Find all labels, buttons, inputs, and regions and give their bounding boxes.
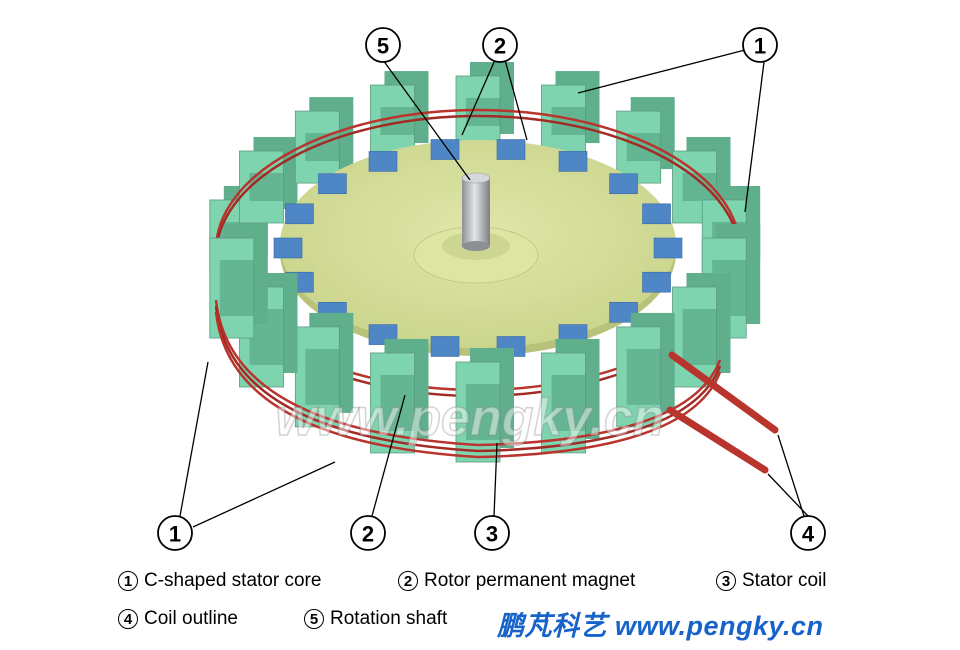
coil-leads: [666, 351, 779, 474]
stator-core: [672, 273, 731, 388]
stator-core: [294, 312, 354, 428]
stator-core: [239, 273, 298, 388]
watermark: www.pengky.cn: [275, 389, 664, 447]
stator-core: [239, 137, 298, 224]
legend-text: Coil outline: [144, 608, 238, 629]
legend-text: Rotor permanent magnet: [424, 570, 636, 591]
callout-2-top: 2: [482, 27, 518, 63]
rotor-magnet: [558, 151, 588, 172]
legend-item-2: 2 Rotor permanent magnet: [398, 570, 635, 592]
rotor-magnet: [368, 151, 398, 172]
legend-text: C-shaped stator core: [144, 570, 322, 591]
callout-5: 5: [365, 27, 401, 63]
rotor-magnet: [496, 139, 526, 160]
rotor-magnet: [609, 301, 638, 323]
legend-number: 1: [118, 571, 138, 591]
brand-url: www.pengky.cn: [615, 611, 824, 641]
rotor-magnet: [642, 203, 671, 225]
callout-3: 3: [474, 515, 510, 551]
rotor-magnet: [430, 139, 460, 160]
callout-number: 2: [362, 522, 374, 547]
callout-2-bottom: 2: [350, 515, 386, 551]
stator-core: [370, 338, 429, 454]
stator-core: [616, 312, 675, 428]
legend-number: 3: [716, 571, 736, 591]
stator-core: [455, 62, 514, 149]
legend-number: 2: [398, 571, 418, 591]
legend-item-1: 1 C-shaped stator core: [118, 570, 321, 592]
callout-number: 4: [802, 522, 815, 547]
callout-number: 3: [486, 522, 498, 547]
legend-item-3: 3 Stator coil: [716, 570, 826, 592]
legend-text: Rotation shaft: [330, 608, 448, 629]
legend-number: 4: [118, 609, 138, 629]
callout-1-bottom: 1: [157, 515, 193, 551]
callout-number: 5: [377, 34, 389, 59]
callout-number: 2: [494, 34, 506, 59]
rotor-magnets: [273, 139, 683, 357]
callout-4: 4: [790, 515, 826, 551]
legend-item-5: 5 Rotation shaft: [304, 608, 447, 630]
rotor-magnet: [642, 271, 671, 293]
legend-item-4: 4 Coil outline: [118, 608, 238, 630]
stator-core: [541, 71, 600, 158]
rotation-shaft: [461, 172, 491, 251]
callout-1-top: 1: [742, 27, 778, 63]
legend-number: 5: [304, 609, 324, 629]
rotor-magnet: [609, 173, 638, 195]
callout-number: 1: [754, 34, 766, 59]
callout-number: 1: [169, 522, 181, 547]
rotor-magnet: [273, 237, 303, 259]
brand-cn: 鹏芃科艺: [497, 611, 607, 641]
stator-core: [209, 224, 268, 339]
leader-lines: [179, 49, 809, 528]
rotor-magnet: [318, 173, 347, 195]
rotor-magnet: [430, 336, 460, 357]
rotor-magnet: [285, 203, 314, 225]
brand-logo: 鹏芃科艺 www.pengky.cn: [497, 604, 824, 643]
rotor-magnet: [653, 237, 683, 259]
legend-text: Stator coil: [742, 570, 827, 591]
